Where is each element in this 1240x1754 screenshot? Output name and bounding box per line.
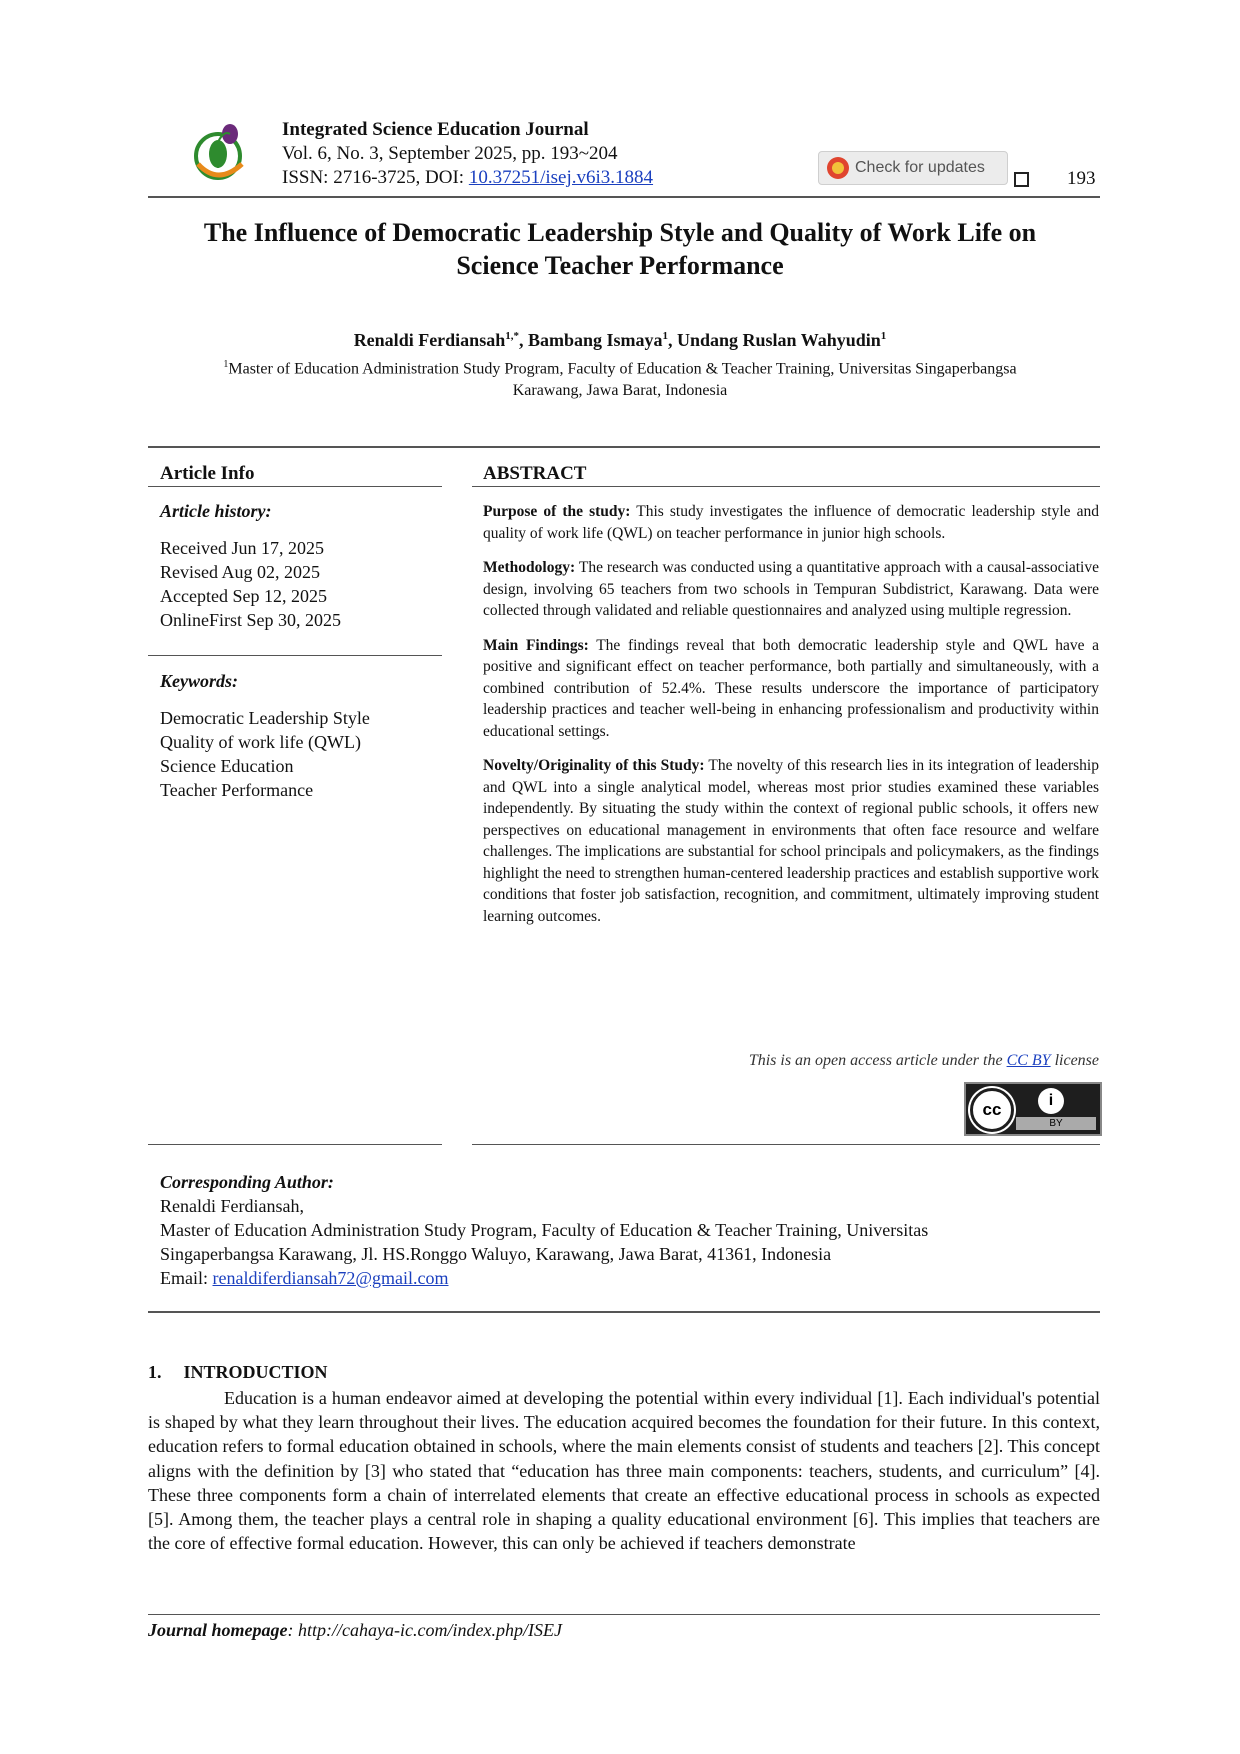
- keyword-item: Democratic Leadership Style: [160, 708, 370, 728]
- affiliation: 1Master of Education Administration Stud…: [150, 354, 1090, 402]
- corresponding-heading: Corresponding Author:: [160, 1172, 334, 1192]
- crossmark-icon: [827, 157, 849, 179]
- introduction-heading: 1. INTRODUCTION: [148, 1362, 328, 1383]
- check-for-updates-button[interactable]: Check for updates: [818, 151, 1008, 185]
- page-number: 193: [1067, 168, 1096, 189]
- issn-text: ISSN: 2716-3725, DOI:: [282, 167, 469, 188]
- keyword-item: Quality of work life (QWL): [160, 732, 361, 752]
- author-2: Bambang Ismaya: [527, 330, 663, 350]
- abstract-heading: ABSTRACT: [483, 463, 587, 484]
- info-bottom-rule-right: [472, 1144, 1100, 1145]
- paper-title: The Influence of Democratic Leadership S…: [140, 216, 1100, 282]
- abstract-findings: Main Findings: The findings reveal that …: [483, 635, 1099, 743]
- corresponding-name: Renaldi Ferdiansah,: [160, 1196, 304, 1216]
- homepage-url: : http://cahaya-ic.com/index.php/ISEJ: [287, 1620, 562, 1640]
- article-history-list: Received Jun 17, 2025 Revised Aug 02, 20…: [160, 536, 341, 632]
- keywords-rule: [148, 655, 442, 656]
- affiliation-line-2: Karawang, Jawa Barat, Indonesia: [512, 382, 728, 400]
- history-received: Received Jun 17, 2025: [160, 538, 324, 558]
- author-1-affil: 1,*: [505, 330, 519, 342]
- license-prefix: This is an open access article under the: [748, 1052, 1007, 1069]
- corresponding-author: Corresponding Author: Renaldi Ferdiansah…: [160, 1170, 1100, 1290]
- license-line: This is an open access article under the…: [749, 1052, 1099, 1070]
- author-3: Undang Ruslan Wahyudin: [677, 330, 881, 350]
- abstract-body: Purpose of the study: This study investi…: [483, 501, 1099, 940]
- person-attribution-icon: i: [1038, 1088, 1064, 1114]
- author-sep: ,: [668, 330, 677, 350]
- article-info-heading: Article Info: [160, 463, 255, 484]
- issn-doi-line: ISSN: 2716-3725, DOI: 10.37251/isej.v6i3…: [282, 166, 653, 190]
- title-line-1: The Influence of Democratic Leadership S…: [203, 218, 1037, 247]
- cc-by-badge[interactable]: cc i BY: [964, 1082, 1102, 1136]
- volume-line: Vol. 6, No. 3, September 2025, pp. 193~2…: [282, 143, 618, 164]
- purpose-text: This study investigates the influence of…: [483, 503, 1099, 542]
- article-history-heading: Article history:: [160, 501, 272, 521]
- cc-icon: cc: [970, 1088, 1014, 1132]
- history-online: OnlineFirst Sep 30, 2025: [160, 610, 342, 630]
- title-line-2: Science Teacher Performance: [456, 251, 784, 280]
- keyword-item: Science Education: [160, 756, 294, 776]
- email-link[interactable]: renaldiferdiansah72@gmail.com: [212, 1268, 449, 1288]
- abstract-rule: [472, 486, 1100, 487]
- journal-homepage: Journal homepage: http://cahaya-ic.com/i…: [148, 1620, 562, 1641]
- journal-name: Integrated Science Education Journal: [282, 119, 589, 140]
- check-for-updates-label: Check for updates: [855, 159, 985, 176]
- license-suffix: license: [1050, 1052, 1099, 1069]
- corresponding-address-2: Singaperbangsa Karawang, Jl. HS.Ronggo W…: [160, 1244, 832, 1264]
- corresponding-email-row: Email: renaldiferdiansah72@gmail.com: [160, 1266, 1100, 1290]
- page-square-icon: [1014, 172, 1029, 187]
- doi-link[interactable]: 10.37251/isej.v6i3.1884: [468, 167, 654, 188]
- section-title: INTRODUCTION: [183, 1362, 328, 1382]
- methodology-text: The research was conducted using a quant…: [483, 559, 1099, 619]
- abstract-purpose: Purpose of the study: This study investi…: [483, 501, 1099, 544]
- header-rule: [148, 196, 1100, 198]
- findings-text: The findings reveal that both democratic…: [483, 636, 1099, 740]
- author-list: Renaldi Ferdiansah1,*, Bambang Ismaya1, …: [140, 330, 1100, 351]
- methodology-label: Methodology:: [483, 559, 576, 576]
- footer-rule: [148, 1614, 1100, 1615]
- section-number: 1.: [148, 1362, 162, 1382]
- keywords-heading: Keywords:: [160, 671, 238, 691]
- info-bottom-rule-left: [148, 1144, 442, 1145]
- novelty-text: The novelty of this research lies in its…: [483, 757, 1099, 925]
- history-accepted: Accepted Sep 12, 2025: [160, 586, 327, 606]
- introduction-paragraph: Education is a human endeavor aimed at d…: [148, 1388, 1100, 1554]
- author-3-affil: 1: [880, 330, 887, 342]
- abstract-novelty: Novelty/Originality of this Study: The n…: [483, 755, 1099, 927]
- purpose-label: Purpose of the study:: [483, 503, 631, 520]
- article-info-rule: [148, 486, 442, 487]
- affiliation-line-1: Master of Education Administration Study…: [228, 360, 1017, 378]
- info-top-rule: [148, 446, 1100, 448]
- by-label: BY: [1016, 1117, 1096, 1130]
- corresponding-address-1: Master of Education Administration Study…: [160, 1220, 929, 1240]
- homepage-label: Journal homepage: [148, 1620, 288, 1640]
- keywords-list: Democratic Leadership Style Quality of w…: [160, 706, 370, 802]
- history-revised: Revised Aug 02, 2025: [160, 562, 320, 582]
- abstract-methodology: Methodology: The research was conducted …: [483, 557, 1099, 622]
- email-label: Email:: [160, 1268, 213, 1288]
- corresponding-rule: [148, 1311, 1100, 1313]
- author-2-affil: 1: [662, 330, 669, 342]
- affiliation-number: 1: [223, 359, 229, 370]
- author-sep: ,: [518, 330, 528, 350]
- novelty-label: Novelty/Originality of this Study:: [483, 757, 705, 774]
- keyword-item: Teacher Performance: [160, 780, 314, 800]
- cc-by-link[interactable]: CC BY: [1006, 1052, 1051, 1069]
- journal-logo: [184, 112, 264, 188]
- findings-label: Main Findings:: [483, 636, 589, 654]
- author-1: Renaldi Ferdiansah: [353, 330, 506, 350]
